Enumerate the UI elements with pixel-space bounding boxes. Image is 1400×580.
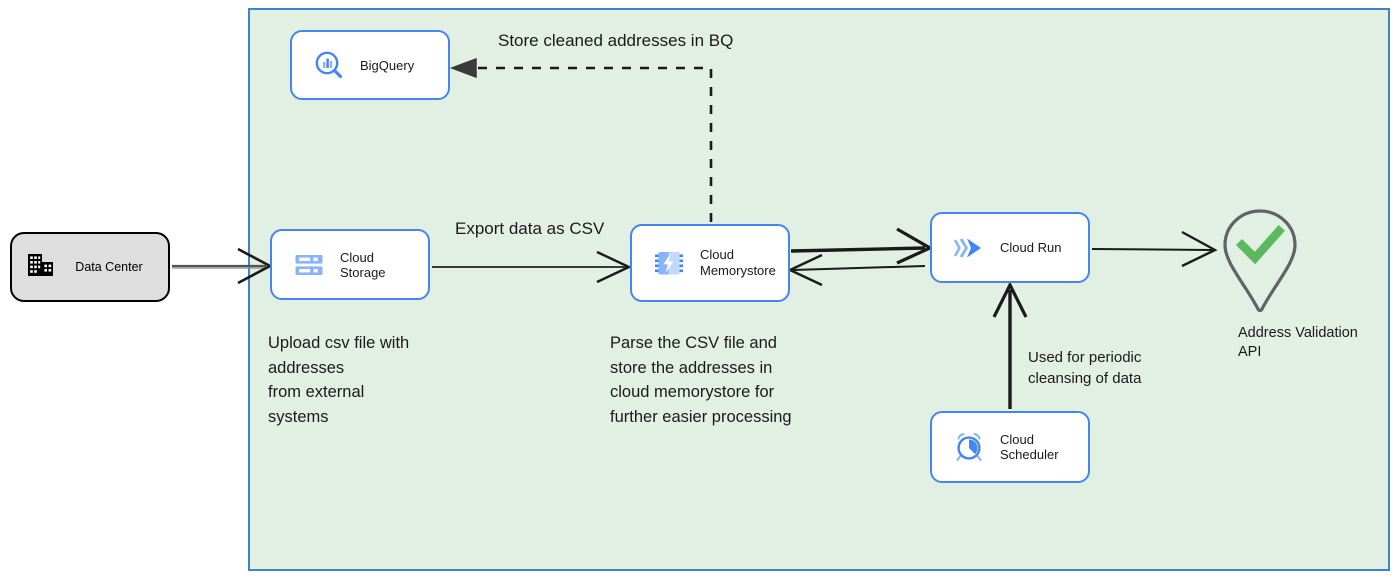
note-scheduler-purpose: Used for periodic cleansing of data [1028, 349, 1142, 387]
node-label-cloud-run: Cloud Run [1000, 240, 1062, 255]
building-icon [26, 250, 66, 285]
node-label-data-center: Data Center [75, 260, 143, 274]
edge-label-store-in-bq: Store cleaned addresses in BQ [498, 31, 734, 50]
node-cloud-memorystore[interactable]: Cloud Memorystore [630, 224, 790, 302]
location-pin-check-icon [1218, 206, 1302, 316]
node-cloud-scheduler[interactable]: Cloud Scheduler [930, 411, 1090, 483]
cloud-memorystore-icon [646, 248, 692, 278]
node-label-cloud-storage: Cloud Storage [340, 249, 386, 280]
node-bigquery[interactable]: BigQuery [290, 30, 450, 100]
node-cloud-run[interactable]: Cloud Run [930, 212, 1090, 283]
node-label-bigquery: BigQuery [360, 57, 415, 73]
note-parse-csv: Parse the CSV file and store the address… [610, 334, 792, 426]
address-validation-api-label: Address Validation API [1238, 325, 1358, 360]
cloud-scheduler-icon [946, 431, 992, 463]
cloud-storage-icon [286, 250, 332, 280]
bigquery-icon [306, 49, 352, 81]
node-label-cloud-memorystore: Cloud Memorystore [700, 247, 776, 278]
cloud-run-icon [946, 233, 992, 263]
node-data-center[interactable]: Data Center [10, 232, 170, 302]
note-upload-csv: Upload csv file with addresses from exte… [268, 334, 410, 426]
edge-label-export-csv: Export data as CSV [455, 219, 605, 238]
gcp-group-container [248, 8, 1390, 571]
node-label-cloud-scheduler: Cloud Scheduler [1000, 432, 1059, 462]
node-cloud-storage[interactable]: Cloud Storage [270, 229, 430, 300]
